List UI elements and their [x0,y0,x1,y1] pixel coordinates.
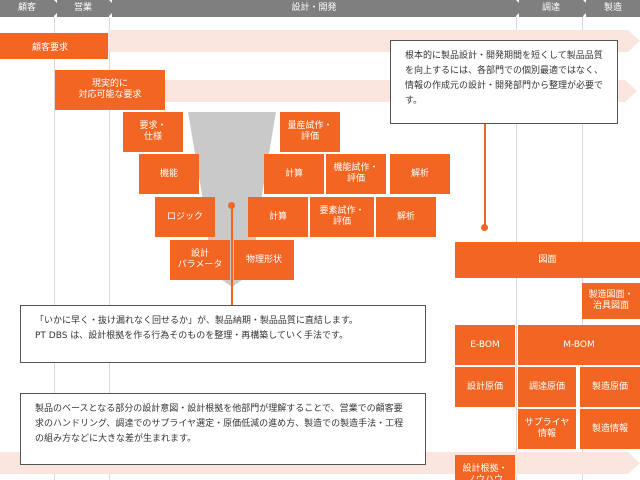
column-line [54,17,55,480]
phase-customer: 顧客 [0,0,62,17]
mbom-box: M-BOM [518,325,640,365]
phase-procurement: 調達 [519,0,591,17]
design-rationale-box: 設計根拠・ ノウハウ [455,455,515,480]
drawing-box: 図面 [455,242,640,278]
analysis-box-1: 解析 [390,154,450,194]
mass-trial-box: 量産試作・ 評価 [280,112,340,152]
customer-requirement-bar: 顧客要求 [0,33,108,59]
logic-box: ロジック [155,197,215,237]
phase-customer-label: 顧客 [17,3,36,13]
phase-design-label: 設計・開発 [291,3,337,13]
manufacturing-info-box: 製造情報 [580,409,640,449]
procurement-cost-box: 調達原価 [518,367,576,407]
manufacturing-drawing-box: 製造図面・ 治具図面 [582,283,640,319]
function-box: 機能 [139,154,199,194]
ebom-box: E-BOM [455,325,515,365]
connector-line [231,206,233,308]
phase-manufacturing: 製造 [586,0,640,17]
phase-design: 設計・開発 [112,0,524,17]
note-bottom: 製品のベースとなる部分の設計意図・設計根拠を他部門が理解することで、営業での顧客… [20,393,426,465]
note-middle: 「いかに早く・抜け漏れなく回せるか」が、製品納期・製品品質に直結します。 PT … [20,305,426,363]
calculation-box-2: 計算 [248,197,308,237]
phase-sales-label: 営業 [73,3,92,13]
phase-manufacturing-label: 製造 [603,3,622,13]
calculation-box-1: 計算 [264,154,324,194]
manufacturing-cost-box: 製造原価 [580,367,640,407]
connector-dot [481,224,488,231]
note-top-right: 根本的に製品設計・開発期間を短くして製品品質を向上するには、各部門での個別最適で… [390,40,618,124]
realistic-requirement-box: 現実的に 対応可能な要求 [55,70,165,110]
analysis-box-2: 解析 [376,197,436,237]
connector-line [484,124,486,228]
physical-shape-box: 物理形状 [234,240,294,280]
note-top-right-text: 根本的に製品設計・開発期間を短くして製品品質を向上するには、各部門での個別最適で… [405,51,604,106]
customer-requirement-label: 顧客要求 [32,42,69,53]
column-line [109,17,110,480]
phase-sales: 営業 [57,0,117,17]
design-cost-box: 設計原価 [455,367,515,407]
note-bottom-text: 製品のベースとなる部分の設計意図・設計根拠を他部門が理解することで、営業での顧客… [35,404,404,444]
design-parameters-box: 設計 パラメータ [170,240,230,280]
supplier-info-box: サプライヤ 情報 [518,409,576,449]
note-middle-line-2: PT DBS は、設計根拠を作る行為そのものを整理・再構築していく手法です。 [35,331,349,341]
requirements-spec-box: 要求・ 仕様 [123,112,183,152]
element-trial-box: 要素試作・ 評価 [310,197,374,237]
function-trial-box: 機能試作・ 評価 [326,154,386,194]
note-middle-line-1: 「いかに早く・抜け漏れなく回せるか」が、製品納期・製品品質に直結します。 [35,316,358,326]
connector-dot [228,202,235,209]
phase-procurement-label: 調達 [541,3,560,13]
